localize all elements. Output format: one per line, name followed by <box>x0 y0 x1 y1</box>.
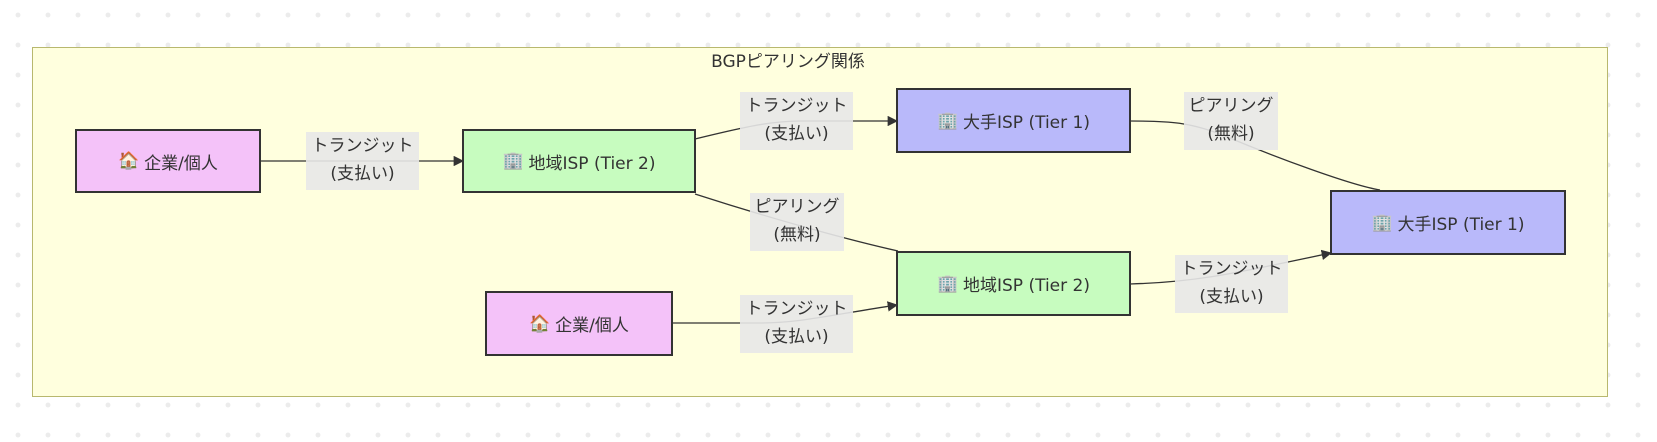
edge-label-line2: (支払い) <box>1199 287 1264 307</box>
house-icon: 🏠 <box>529 313 551 334</box>
node-regional-b[interactable]: 🏢 地域ISP (Tier 2) <box>896 251 1131 316</box>
cluster-title: BGPピアリング関係 <box>711 52 865 72</box>
node-label: 地域ISP (Tier 2) <box>528 153 656 174</box>
edge-label-line2: (支払い) <box>764 327 829 347</box>
edge-label-line2: (支払い) <box>330 164 395 184</box>
edge-label-line1: ピアリング <box>754 197 840 217</box>
edge-label-line1: トランジット <box>745 299 848 319</box>
node-major-b[interactable]: 🏢 大手ISP (Tier 1) <box>1330 190 1566 255</box>
node-label: 企業/個人 <box>555 316 629 336</box>
edge-label-line1: トランジット <box>1180 259 1283 279</box>
edge-label-line2: (支払い) <box>764 124 829 144</box>
node-regional-a[interactable]: 🏢 地域ISP (Tier 2) <box>462 129 696 193</box>
edge-label-regional-b-major-b: トランジット (支払い) <box>1175 255 1288 313</box>
office-building-icon: 🏢 <box>937 110 959 131</box>
edge-label-regional-a-major-a: トランジット (支払い) <box>740 92 853 150</box>
edge-label-line2: (無料) <box>1207 124 1255 144</box>
house-icon: 🏠 <box>118 151 140 171</box>
node-label: 企業/個人 <box>144 153 218 174</box>
edge-label-line2: (無料) <box>773 225 821 245</box>
node-person-b[interactable]: 🏠 企業/個人 <box>485 291 673 356</box>
edge-label-line1: ピアリング <box>1188 96 1274 116</box>
office-building-icon: 🏢 <box>502 151 524 171</box>
node-label: 大手ISP (Tier 1) <box>1397 215 1525 235</box>
office-building-icon: 🏢 <box>1371 212 1393 233</box>
node-label: 大手ISP (Tier 1) <box>963 113 1090 133</box>
edge-label-person-a-regional-a: トランジット (支払い) <box>306 132 419 190</box>
edge-label-regional-a-regional-b: ピアリング (無料) <box>750 193 844 251</box>
node-major-a[interactable]: 🏢 大手ISP (Tier 1) <box>896 88 1131 153</box>
edge-label-major-a-major-b: ピアリング (無料) <box>1184 92 1278 150</box>
edge-label-line1: トランジット <box>745 96 848 116</box>
office-building-icon: 🏢 <box>937 273 959 294</box>
edge-label-line1: トランジット <box>311 136 414 156</box>
node-label: 地域ISP (Tier 2) <box>963 276 1090 296</box>
node-person-a[interactable]: 🏠 企業/個人 <box>75 129 261 193</box>
edge-label-person-b-regional-b: トランジット (支払い) <box>740 295 853 353</box>
